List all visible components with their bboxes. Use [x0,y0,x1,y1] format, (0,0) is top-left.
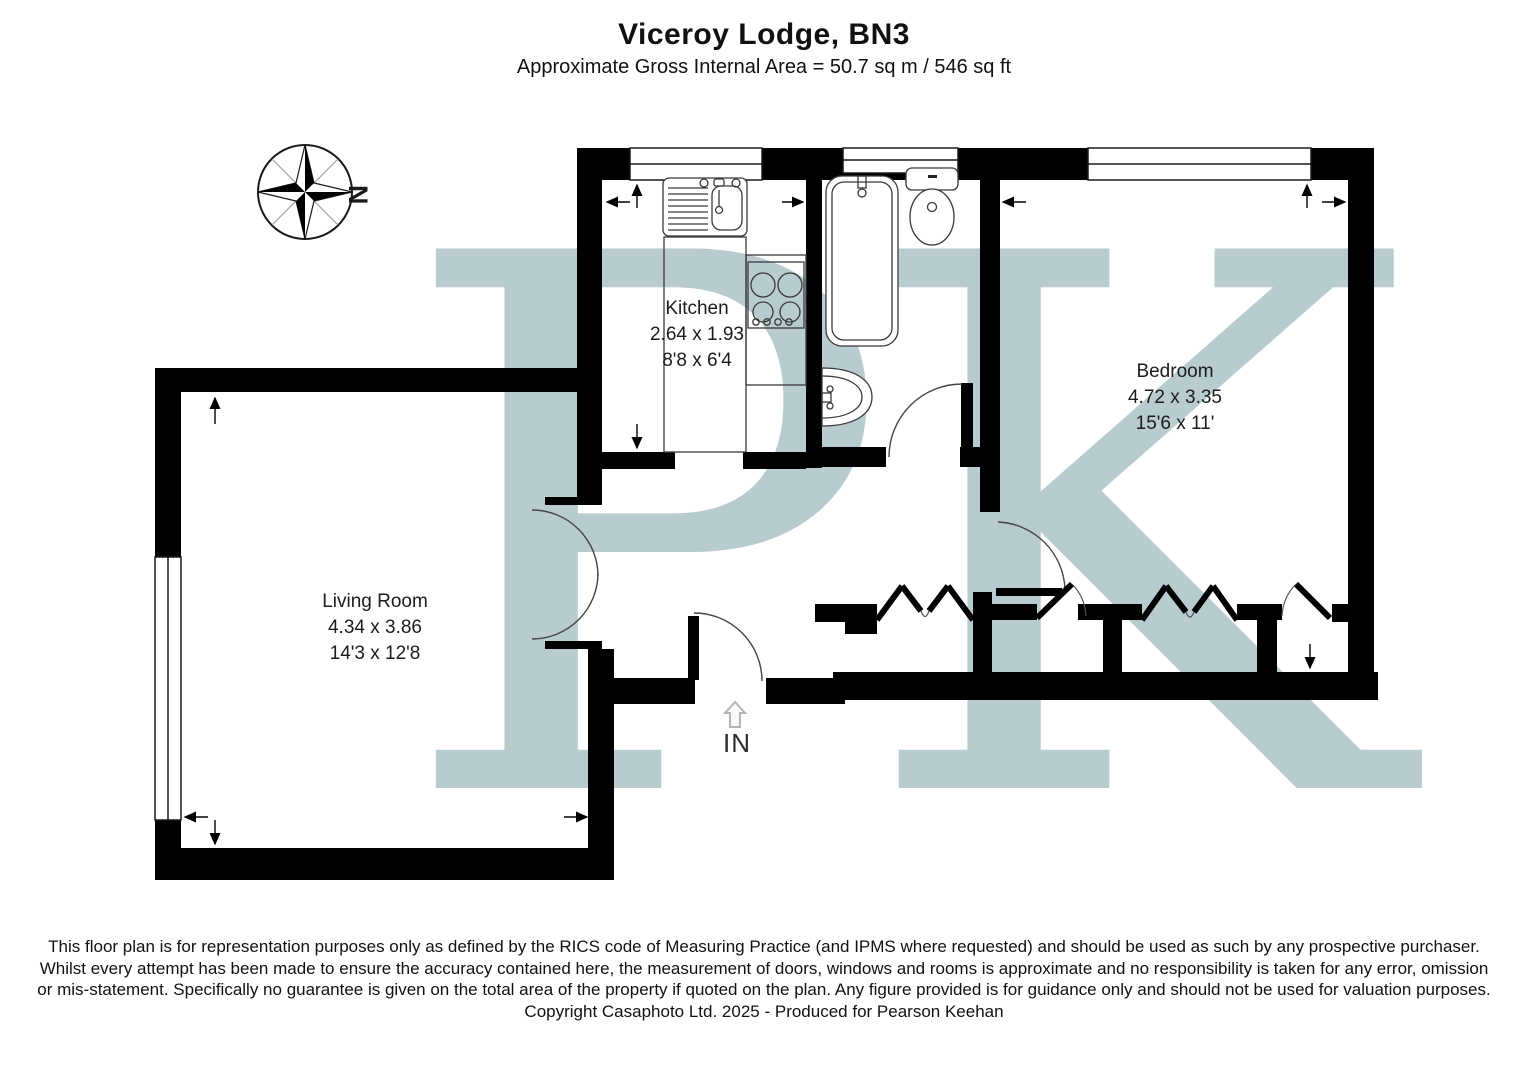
bathroom-fixtures [821,167,959,427]
drainer-lines [668,187,708,231]
watermark-monogram: PK [395,101,1424,963]
room-size-metric: 4.34 x 3.86 [327,617,423,638]
room-size-metric: 2.64 x 1.93 [649,324,745,345]
legal-footer: This floor plan is for representation pu… [31,936,1497,1022]
disclaimer-text: This floor plan is for representation pu… [37,937,1491,999]
room-size-imperial: 15'6 x 11' [1135,413,1215,434]
copyright-text: Copyright Casaphoto Ltd. 2025 - Produced… [524,1001,1004,1021]
room-name: Kitchen [665,298,729,319]
entrance-label: IN [723,728,751,758]
compass-north-label: N [343,185,373,205]
room-size-metric: 4.72 x 3.35 [1127,387,1223,408]
compass-icon: N [257,144,373,240]
room-size-imperial: 14'3 x 12'8 [329,643,421,664]
entrance-arrow-icon [722,700,748,728]
room-size-imperial: 8'8 x 6'4 [662,350,732,371]
room-name: Bedroom [1136,361,1214,382]
page-subtitle: Approximate Gross Internal Area = 50.7 s… [516,56,1012,78]
room-label-living-room: Living Room 4.34 x 3.86 14'3 x 12'8 [322,589,428,667]
windows [154,147,1312,821]
dimension-arrows [183,183,1347,846]
kitchen-fixtures [662,177,807,453]
room-label-kitchen: Kitchen 2.64 x 1.93 8'8 x 6'4 [650,296,744,374]
room-name: Living Room [322,591,428,612]
doors [531,383,1333,682]
page-title: Viceroy Lodge, BN3 [618,18,910,51]
room-label-bedroom: Bedroom 4.72 x 3.35 15'6 x 11' [1128,359,1222,437]
